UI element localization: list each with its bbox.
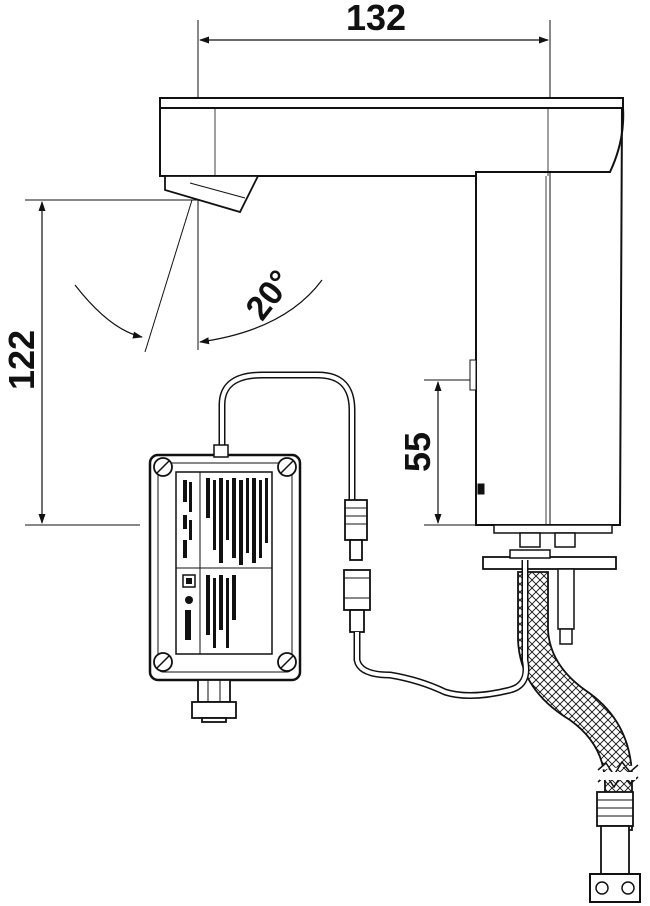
height-dimension: 122 (1, 199, 200, 526)
width-dimension: 132 (197, 0, 551, 525)
control-box (148, 444, 302, 723)
width-dimension-label: 132 (346, 0, 406, 38)
angle-dimension: 20° (74, 199, 323, 353)
braided-water-hose (517, 571, 641, 903)
hose-connector (596, 791, 634, 827)
box-screws (153, 457, 297, 672)
sensor-height-dimension: 55 (397, 379, 476, 526)
sensor-height-dimension-label: 55 (397, 432, 438, 472)
mounting-plate (482, 556, 617, 570)
label-text-lines (182, 478, 268, 648)
sensor-dot (477, 483, 485, 495)
angle-dimension-label: 20° (239, 263, 301, 327)
sensor-cable (218, 371, 530, 700)
faucet-body (159, 97, 625, 645)
cable-plug-lower (343, 569, 371, 611)
cable-gland (191, 679, 237, 723)
cable-plug-upper (344, 499, 368, 541)
height-dimension-label: 122 (1, 330, 42, 390)
sensor-window (469, 359, 477, 391)
